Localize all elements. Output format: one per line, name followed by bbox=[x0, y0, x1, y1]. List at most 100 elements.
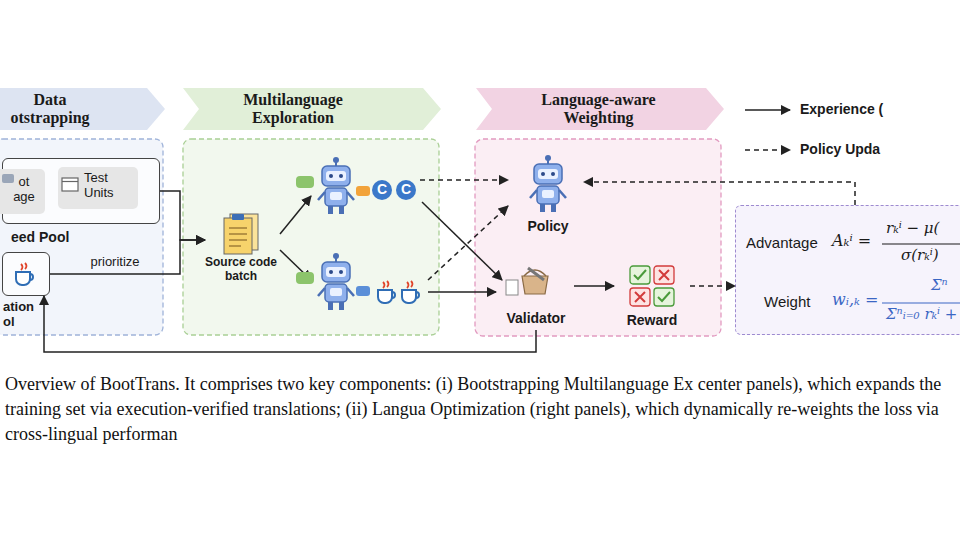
document-stack-icon bbox=[229, 227, 247, 228]
legend-sample-dashed bbox=[745, 149, 790, 151]
experience-arrow bbox=[50, 240, 205, 274]
robot-icon bbox=[530, 155, 566, 212]
node-label: Language-aware Weighting bbox=[526, 91, 671, 128]
validator-node: Validator bbox=[498, 266, 574, 330]
stage-banner: Language-aware Weighting bbox=[476, 88, 724, 130]
language-icon bbox=[372, 180, 392, 200]
node-label: Multilanguage Exploration bbox=[223, 91, 363, 128]
formula-text: Weight bbox=[764, 293, 834, 310]
node-label: eed Pool bbox=[11, 229, 131, 245]
language-letter: C bbox=[396, 181, 416, 197]
node-label: Reward bbox=[614, 312, 690, 328]
batch-node: Source code batch bbox=[205, 212, 277, 294]
banner-shape bbox=[476, 88, 724, 130]
update-arrow bbox=[428, 206, 508, 280]
validator-icon bbox=[522, 276, 548, 294]
reward-icon bbox=[630, 266, 674, 306]
java-icon bbox=[16, 263, 33, 285]
fraction-bar bbox=[882, 243, 960, 244]
formula-text: wᵢ,ₖ = bbox=[832, 291, 892, 309]
chat-icon bbox=[2, 174, 14, 183]
formula-text: Advantage bbox=[746, 234, 831, 251]
formula-text: rₖⁱ − μ( bbox=[886, 220, 960, 237]
test-icon bbox=[62, 178, 78, 191]
speech-bubble bbox=[356, 186, 370, 196]
figure-caption: Overview of BootTrans. It comprises two … bbox=[5, 372, 955, 447]
reward-icon bbox=[659, 270, 669, 280]
stage-panel bbox=[475, 139, 721, 336]
legend-text: Policy Upda bbox=[800, 141, 880, 157]
policy-node: Policy bbox=[512, 152, 584, 240]
reward-icon bbox=[635, 292, 645, 302]
banner-shape bbox=[0, 88, 165, 130]
document-stack-icon bbox=[224, 214, 258, 254]
node-label: Source code batch bbox=[201, 256, 281, 284]
document-stack-icon bbox=[230, 214, 258, 250]
experience-arrow bbox=[574, 285, 614, 287]
stage-banner: Data otstrapping bbox=[0, 88, 165, 130]
reward-icon bbox=[654, 288, 674, 306]
flow-arrow bbox=[422, 202, 502, 280]
banner-shape bbox=[183, 88, 441, 130]
reward-icon bbox=[634, 270, 646, 279]
speech-bubble bbox=[356, 286, 370, 296]
reward-node: Reward bbox=[614, 264, 690, 330]
node-label: Policy bbox=[512, 218, 584, 234]
document-stack-icon bbox=[229, 239, 247, 240]
node-label: Validator bbox=[498, 310, 574, 326]
flow-arrow bbox=[280, 250, 311, 280]
test-icon bbox=[62, 178, 78, 191]
stage-panel bbox=[183, 139, 439, 335]
reward-icon bbox=[658, 292, 670, 301]
validator-icon bbox=[528, 268, 544, 280]
legend-sample-solid bbox=[745, 109, 790, 111]
robot-icon bbox=[318, 157, 354, 214]
node-label: ot age bbox=[7, 175, 41, 205]
speech-bubble bbox=[296, 176, 314, 188]
document-stack-icon bbox=[224, 218, 252, 254]
node-label: Data otstrapping bbox=[0, 91, 100, 128]
policy-update-arrow bbox=[584, 182, 855, 205]
experience-arrow bbox=[160, 191, 205, 240]
experience-arrow bbox=[44, 296, 536, 352]
java-icon bbox=[378, 281, 395, 303]
speech-bubble bbox=[296, 272, 314, 284]
node-label: ation ol bbox=[3, 300, 45, 330]
document-stack-icon bbox=[232, 214, 244, 220]
update-arrow bbox=[420, 179, 508, 181]
formula-text: Σⁿ bbox=[931, 277, 960, 294]
formula-box: AdvantageAₖⁱ =rₖⁱ − μ(σ(rₖⁱ)Weightwᵢ,ₖ =… bbox=[735, 205, 960, 335]
formula-text: Σⁿᵢ₌₀ rₖⁱ + bbox=[886, 306, 960, 323]
data-box: ot age bbox=[0, 169, 45, 214]
pool-box: eed Poolot ageTest Units bbox=[2, 158, 160, 224]
reward-icon bbox=[654, 266, 674, 284]
formula-text: Aₖⁱ = bbox=[832, 232, 887, 250]
reward-icon bbox=[630, 266, 650, 284]
document-stack-icon bbox=[229, 245, 241, 246]
language-icon bbox=[396, 180, 416, 200]
validator-icon bbox=[524, 270, 546, 276]
legend-text: Experience ( bbox=[800, 101, 883, 117]
chat-icon bbox=[2, 174, 14, 183]
robot-icon bbox=[318, 253, 354, 310]
stage-banner: Multilanguage Exploration bbox=[183, 88, 441, 130]
validator-icon bbox=[506, 268, 548, 295]
flow-arrow bbox=[428, 291, 496, 293]
document-stack-icon bbox=[229, 233, 247, 234]
reward-icon bbox=[630, 288, 650, 306]
policy-update-arrow bbox=[690, 285, 735, 287]
pool-box: ation ol bbox=[2, 252, 50, 296]
fraction-bar bbox=[882, 302, 960, 303]
node-label: Test Units bbox=[84, 171, 132, 201]
validator-icon bbox=[506, 280, 518, 295]
language-letter: C bbox=[372, 181, 392, 197]
java-icon bbox=[402, 281, 419, 303]
edge-label: prioritize bbox=[70, 255, 160, 270]
flow-arrow bbox=[280, 196, 311, 234]
test-icon bbox=[62, 181, 78, 182]
